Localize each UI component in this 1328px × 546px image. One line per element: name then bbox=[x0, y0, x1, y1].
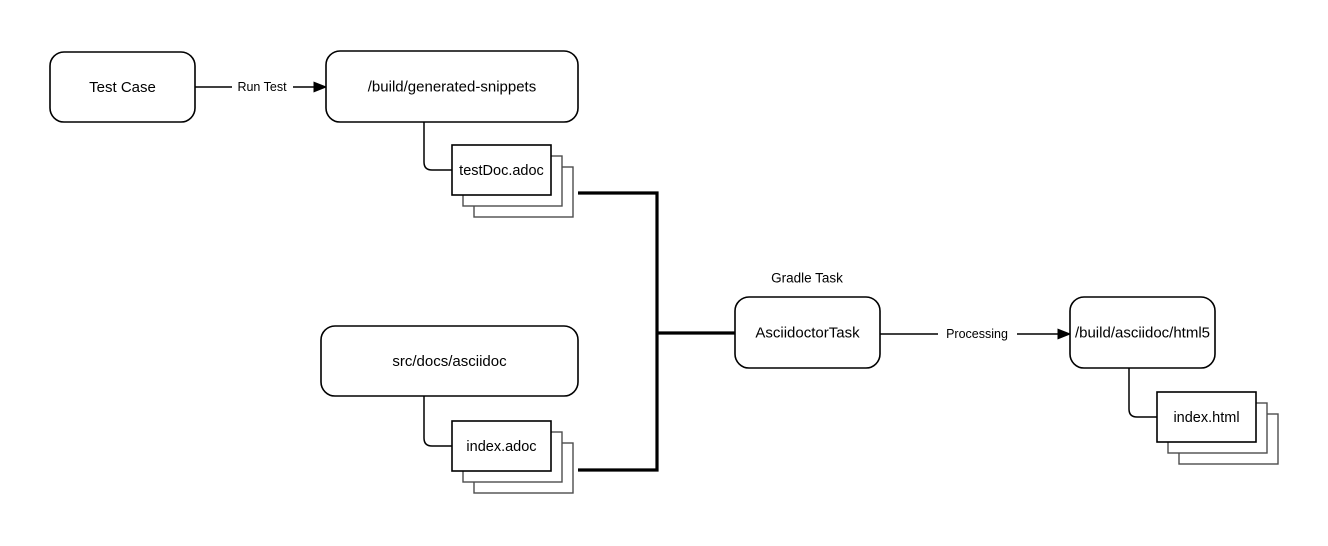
arrow-head-icon bbox=[1057, 328, 1072, 340]
edge-run-test-label: Run Test bbox=[237, 80, 287, 94]
elbow-connectors bbox=[423, 122, 1157, 447]
stack-label-test-doc-adoc: testDoc.adoc bbox=[459, 163, 544, 179]
node-generated-snippets[interactable]: /build/generated-snippets bbox=[325, 50, 579, 123]
node-asciidoc-html5[interactable]: /build/asciidoc/html5 bbox=[1069, 296, 1216, 369]
node-test-case[interactable]: Test Case bbox=[49, 51, 196, 123]
stack-front-layer[interactable] bbox=[451, 144, 552, 196]
node-test-case-shape[interactable] bbox=[49, 51, 196, 123]
node-test-case-label: Test Case bbox=[89, 79, 156, 96]
stack-test-doc-adoc[interactable]: testDoc.adoc bbox=[451, 144, 574, 218]
stack-front-layer[interactable] bbox=[1156, 391, 1257, 443]
thick-bus-connectors bbox=[578, 191, 735, 472]
node-generated-snippets-shape[interactable] bbox=[325, 50, 579, 123]
edge-run-test-label-bg bbox=[232, 78, 293, 96]
stack-label-index-adoc: index.adoc bbox=[466, 439, 536, 455]
stack-front-layer[interactable] bbox=[451, 420, 552, 472]
node-generated-snippets-label: /build/generated-snippets bbox=[368, 78, 536, 95]
stack-label-index-html: index.html bbox=[1173, 410, 1239, 426]
arrow-head-icon bbox=[313, 81, 328, 93]
edge-snippets-to-testdoc bbox=[423, 122, 452, 171]
edge-srcdocs-to-indexadoc bbox=[423, 396, 452, 447]
edge-processing-label: Processing bbox=[946, 327, 1008, 341]
node-src-docs-asciidoc-label: src/docs/asciidoc bbox=[392, 353, 507, 370]
node-asciidoctor-task-label: AsciidoctorTask bbox=[755, 324, 860, 341]
edge-html5-to-indexhtml bbox=[1128, 368, 1157, 418]
node-asciidoc-html5-label: /build/asciidoc/html5 bbox=[1075, 324, 1210, 341]
node-asciidoctor-task-shape[interactable] bbox=[734, 296, 881, 369]
edge-processing-label-bg bbox=[938, 325, 1017, 343]
stack-index-adoc[interactable]: index.adoc bbox=[451, 420, 574, 494]
arrow-edges: Run Test Processing bbox=[195, 78, 1072, 343]
edge-processing: Processing bbox=[880, 325, 1072, 343]
node-src-docs-asciidoc-shape[interactable] bbox=[320, 325, 579, 397]
node-asciidoc-html5-shape[interactable] bbox=[1069, 296, 1216, 369]
edge-thick-bus-spine bbox=[578, 191, 659, 472]
stack-index-html[interactable]: index.html bbox=[1156, 391, 1279, 465]
caption-gradle-task: Gradle Task bbox=[771, 271, 843, 286]
edge-run-test: Run Test bbox=[195, 78, 328, 96]
node-asciidoctor-task[interactable]: AsciidoctorTask bbox=[734, 296, 881, 369]
node-src-docs-asciidoc[interactable]: src/docs/asciidoc bbox=[320, 325, 579, 397]
